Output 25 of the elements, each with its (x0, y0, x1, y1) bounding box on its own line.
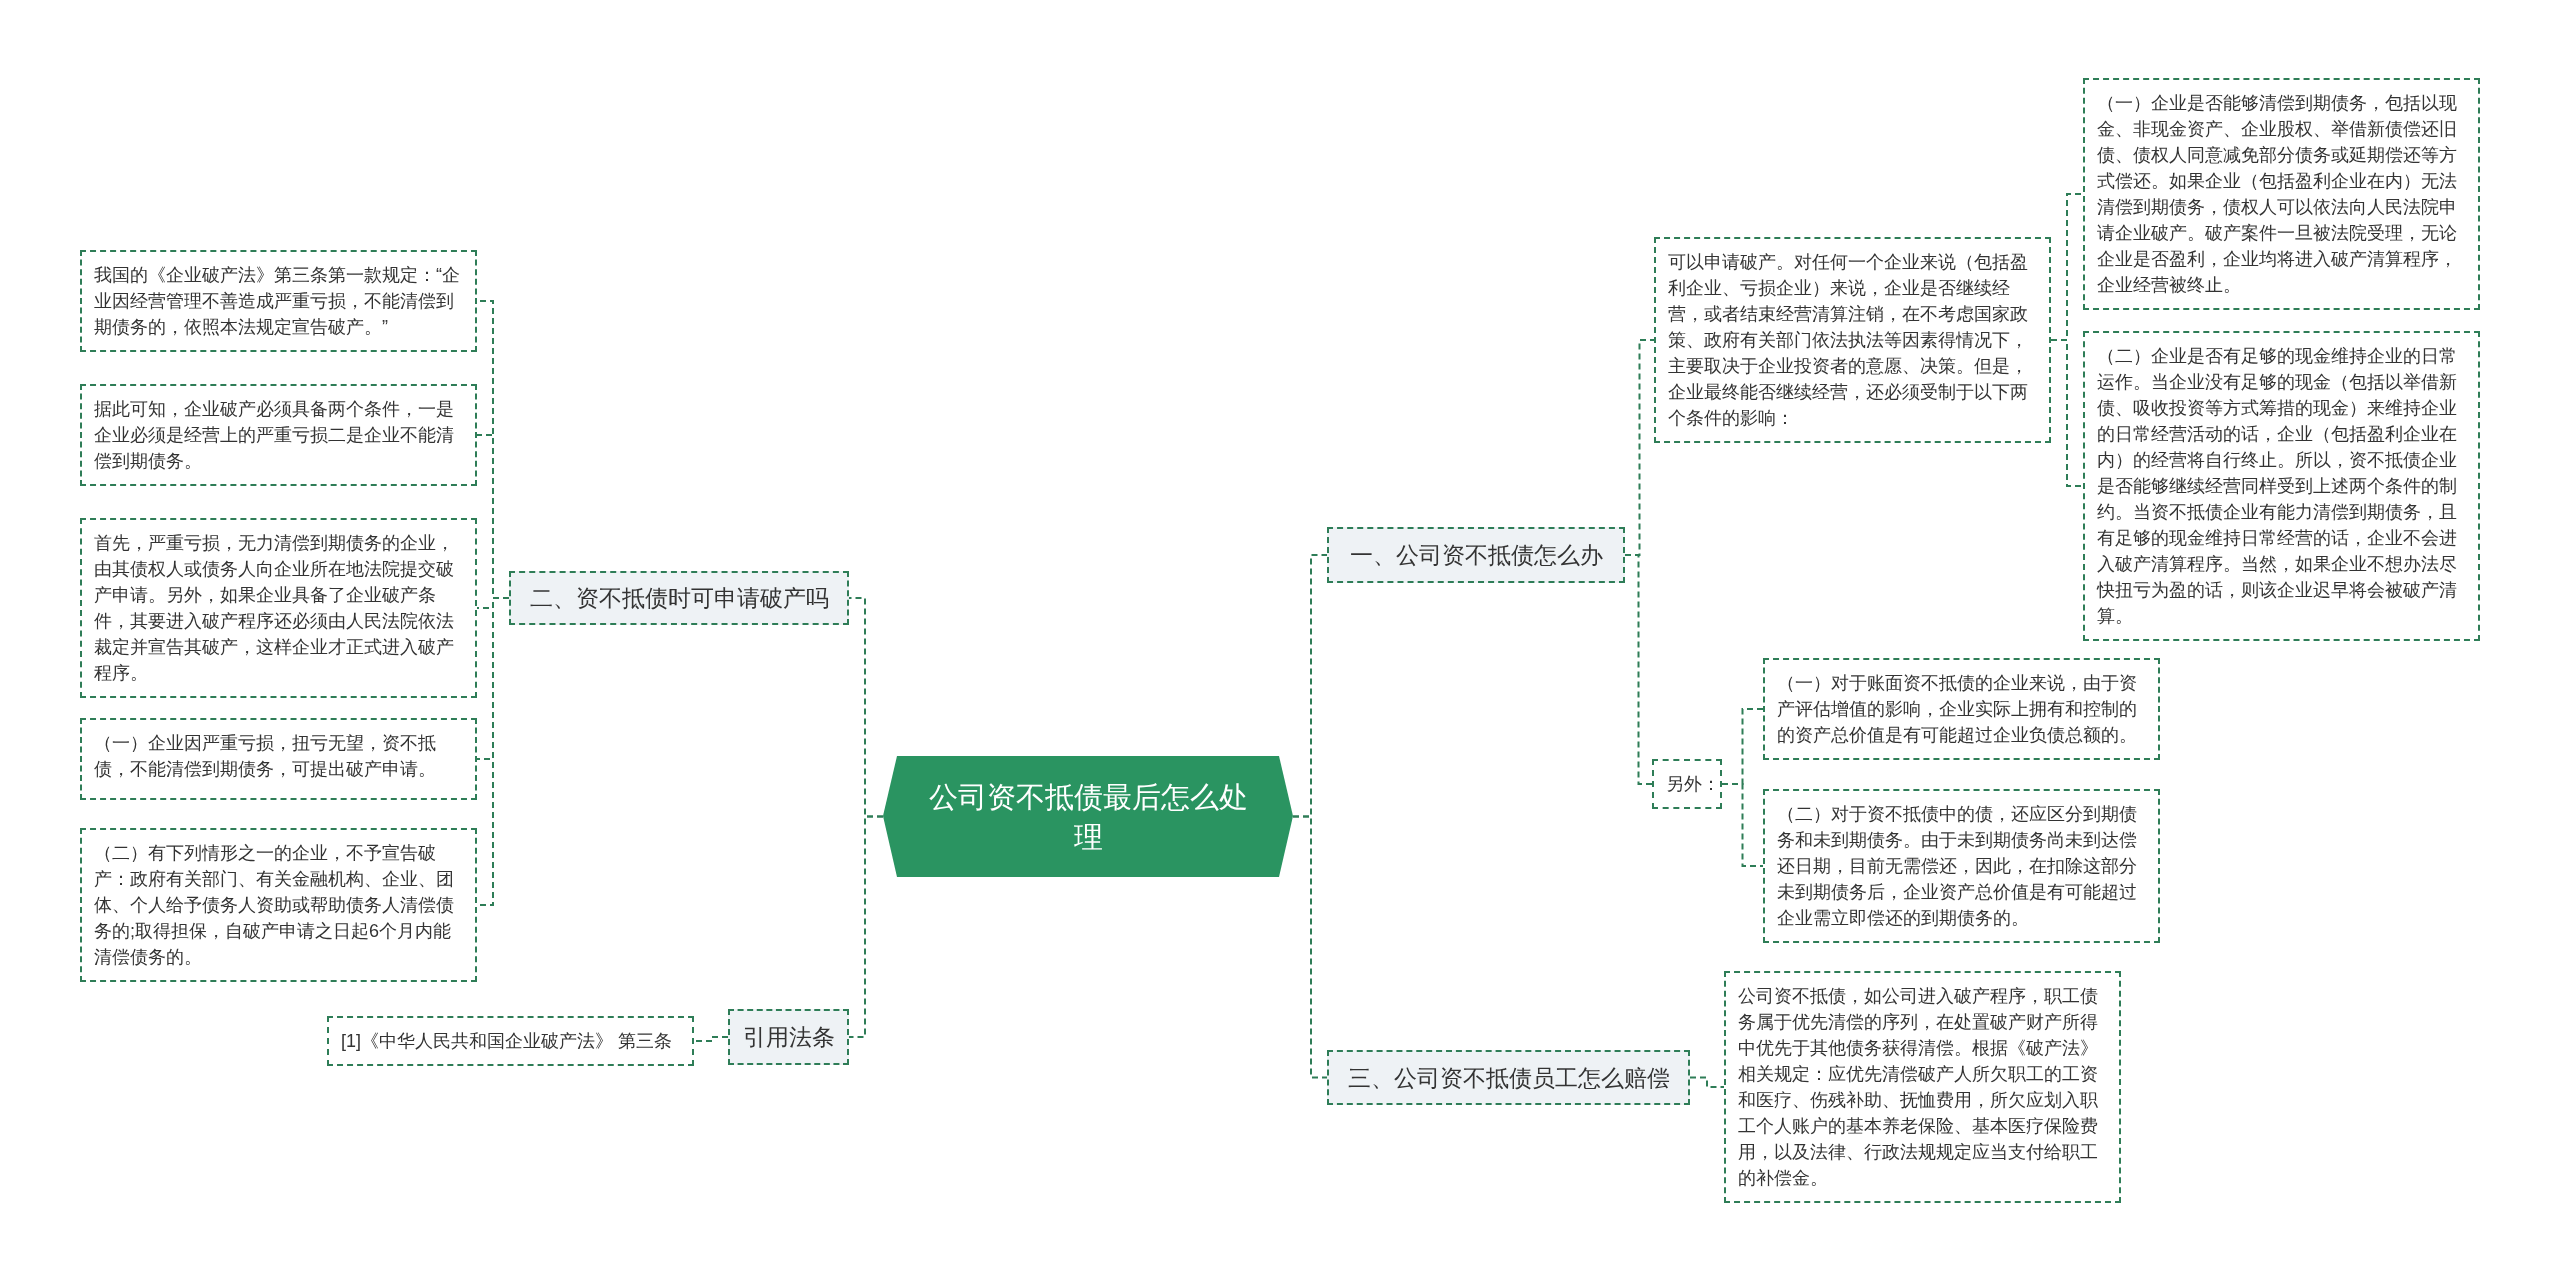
text-box: （二）企业是否有足够的现金维持企业的日常运作。当企业没有足够的现金（包括以举借新债、吸收投资等方式筹措的现金）来维持企业的日常经营活动的话，企业（包括盈利企业在内）的经营将自行终止。所以，资不抵债企业是否能够继续经营同样受到上述两个条件的制约。当资不抵债企业有能力清偿到期债务，且有足够的现金维持日常经营的话，企业不会进入破产清算程序。当然，如果企业不想办法尽快扭亏为盈的话，则该企业迟早将会被破产清算。 (2083, 331, 2480, 641)
text-box: 另外： (1652, 759, 1722, 809)
connector (1292, 815, 1328, 1079)
text-box: 据此可知，企业破产必须具备两个条件，一是企业必须是经营上的严重亏损二是企业不能清偿到期债务。 (80, 384, 477, 486)
connector (1689, 1076, 1725, 1088)
text-box: （二）对于资不抵债中的债，还应区分到期债务和未到期债务。由于未到期债务尚未到达偿还日期，目前无需偿还，因此，在扣除这部分未到期债务后，企业资产总价值是有可能超过企业需立即偿还的到期债务的。 (1763, 789, 2160, 943)
text-box: （一）企业是否能够清偿到期债务，包括以现金、非现金资产、企业股权、举借新债偿还旧债、债权人同意减免部分债务或延期偿还等方式偿还。如果企业（包括盈利企业在内）无法清偿到期债务，债权人可以依法向人民法院申请企业破产。破产案件一旦被法院受理，无论企业是否盈利，企业均将进入破产清算程序，企业经营被终止。 (2083, 78, 2480, 310)
text-box: （一）对于账面资不抵债的企业来说，由于资产评估增值的影响，企业实际上拥有和控制的的资产总价值是有可能超过企业负债总额的。 (1763, 658, 2160, 760)
text-box: （一）企业因严重亏损，扭亏无望，资不抵债，不能清偿到期债务，可提出破产申请。 (80, 718, 477, 800)
connector (1721, 783, 1764, 867)
text-box: 可以申请破产。对任何一个企业来说（包括盈利企业、亏损企业）来说，企业是否继续经营，或者结束经营清算注销，在不考虑国家政策、政府有关部门依法执法等因素得情况下，主要取决于企业投资者的意愿、决策。但是，企业最终能否继续经营，还必须受制于以下两个条件的影响： (1654, 237, 2051, 443)
topic-box: 引用法条 (728, 1009, 849, 1065)
topic-box: 一、公司资不抵债怎么办 (1327, 527, 1625, 583)
topic-box: 二、资不抵债时可申请破产吗 (509, 571, 849, 625)
topic-box: 三、公司资不抵债员工怎么赔偿 (1327, 1050, 1690, 1105)
central-topic: 公司资不抵债最后怎么处理 (883, 756, 1293, 877)
connector (2050, 339, 2084, 487)
text-box: [1]《中华人民共和国企业破产法》 第三条 (327, 1016, 694, 1066)
text-box: （二）有下列情形之一的企业，不予宣告破产：政府有关部门、有关金融机构、企业、团体、个人给予债务人资助或帮助债务人清偿债务的;取得担保，自破产申请之日起6个月内能清偿债务的。 (80, 828, 477, 982)
text-box: 首先，严重亏损，无力清偿到期债务的企业，由其债权人或债务人向企业所在地法院提交破产申请。另外，如果企业具备了企业破产条件，其要进入破产程序还必须由人民法院依法裁定并宣告其破产，这样企业才正式进入破产程序。 (80, 518, 477, 698)
text-box: 公司资不抵债，如公司进入破产程序，职工债务属于优先清偿的序列，在处置破产财产所得中优先于其他债务获得清偿。根据《破产法》相关规定：应优先清偿破产人所欠职工的工资和医疗、伤残补助、抚恤费用，所欠应划入职工个人账户的基本养老保险、基本医疗保险费用，以及法律、行政法规规定应当支付给职工的补偿金。 (1724, 971, 2121, 1203)
connector (848, 815, 884, 1038)
connector (1624, 554, 1653, 785)
text-box: 我国的《企业破产法》第三条第一款规定：“企业因经营管理不善造成严重亏损，不能清偿到期债务的，依照本法规定宣告破产。” (80, 250, 477, 352)
connector (693, 1036, 729, 1042)
